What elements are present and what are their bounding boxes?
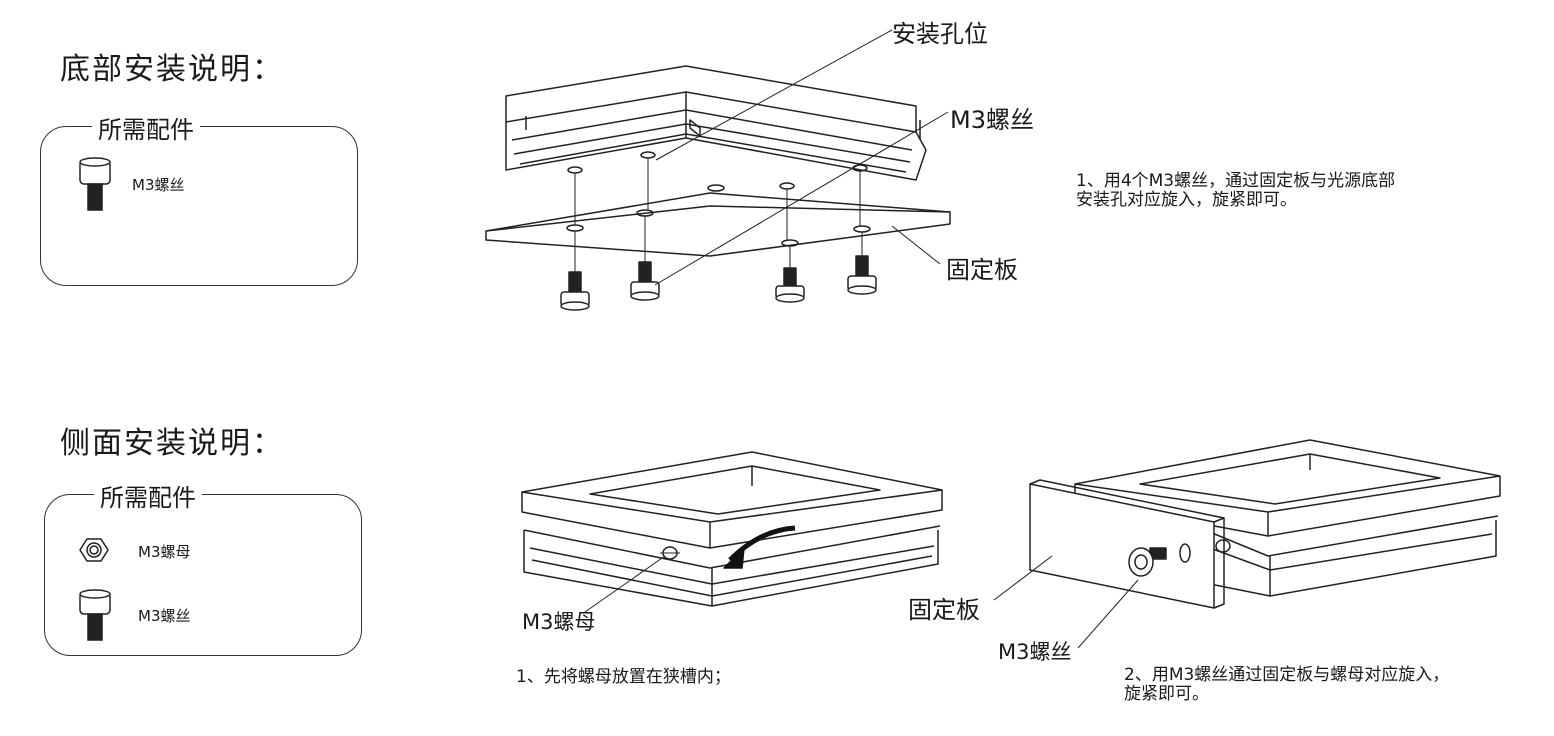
side-parts-title: 所需配件 (94, 478, 202, 513)
screw-icon (847, 255, 877, 295)
callout-m3-screw-top: M3螺丝 (950, 106, 1034, 134)
bottom-mount-heading: 底部安装说明： (60, 52, 284, 87)
screw-icon (79, 589, 111, 641)
callout-fixing-plate-side: 固定板 (908, 596, 980, 624)
bottom-step-line2: 安装孔对应旋入，旋紧即可。 (1076, 190, 1297, 210)
callout-fixing-plate-top: 固定板 (946, 256, 1018, 284)
bottom-step-text: 1、用4个M3螺丝，通过固定板与光源底部 安装孔对应旋入，旋紧即可。 (1076, 172, 1395, 210)
screw-icon (560, 271, 590, 311)
bottom-mount-diagram (485, 29, 951, 311)
side-screw-diagram (993, 439, 1501, 649)
side-mount-heading: 侧面安装说明： (60, 426, 284, 461)
side-nut-diagram (521, 451, 943, 613)
nut-icon (79, 538, 109, 562)
side-parts-box (44, 494, 362, 656)
side-step2-line1: 2、用M3螺丝通过固定板与螺母对应旋入， (1124, 665, 1450, 685)
screw-icon (79, 157, 111, 211)
screw-icon (630, 261, 660, 301)
side-step2-line2: 旋紧即可。 (1124, 684, 1209, 704)
bottom-part-label: M3螺丝 (132, 176, 185, 194)
bottom-step-line1: 1、用4个M3螺丝，通过固定板与光源底部 (1076, 171, 1396, 191)
callout-m3-nut: M3螺母 (522, 610, 596, 634)
side-part-label-nut: M3螺母 (138, 543, 191, 561)
side-part-label-screw: M3螺丝 (138, 607, 191, 625)
screw-icon (775, 267, 805, 303)
callout-mounting-holes: 安装孔位 (892, 20, 988, 48)
bottom-parts-title: 所需配件 (92, 110, 200, 145)
side-step1-text: 1、先将螺母放置在狭槽内； (516, 667, 731, 687)
side-step2-text: 2、用M3螺丝通过固定板与螺母对应旋入， 旋紧即可。 (1124, 666, 1449, 704)
callout-m3-screw-side: M3螺丝 (998, 640, 1072, 664)
